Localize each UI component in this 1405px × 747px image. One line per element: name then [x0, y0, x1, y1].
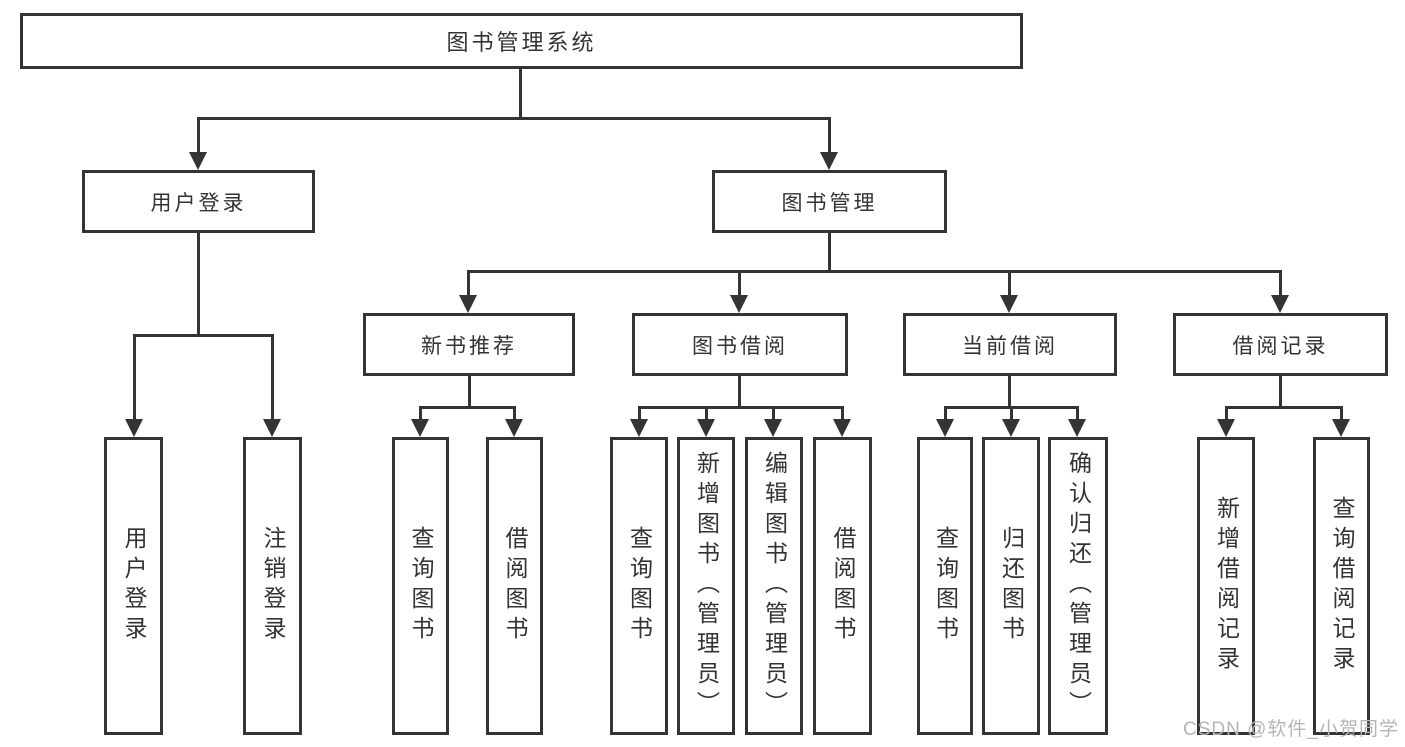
connector-userlogin-left-drop — [133, 334, 136, 420]
connector-currentborrow-drop-3 — [1076, 406, 1079, 421]
connector-records-drop-1 — [1225, 406, 1228, 421]
connector-bookmgmt-stem — [828, 233, 831, 273]
connector-bookmgmt-drop-2 — [738, 270, 741, 297]
arrow-down-icon — [820, 152, 838, 170]
connector-root-right-drop — [828, 117, 831, 154]
node-new-book-recommend: 新书推荐 — [363, 313, 575, 376]
connector-root-left-drop — [197, 117, 200, 154]
connector-newbook-crossbar — [419, 406, 516, 409]
connector-userlogin-crossbar — [133, 334, 273, 337]
arrow-down-icon — [125, 419, 143, 437]
leaf-edit-book-admin: 编辑图书（管理员） — [745, 437, 803, 735]
node-borrow-records-label: 借阅记录 — [1232, 334, 1329, 358]
leaf-query-book-recommend-label: 查询图书 — [408, 526, 434, 646]
leaf-borrow-book-recommend-label: 借阅图书 — [502, 526, 528, 646]
leaf-add-book-admin: 新增图书（管理员） — [677, 437, 735, 735]
leaf-query-borrow-record: 查询借阅记录 — [1313, 437, 1370, 735]
node-borrow-records: 借阅记录 — [1173, 313, 1388, 376]
connector-bookborrow-drop-4 — [841, 406, 844, 421]
arrow-down-icon — [263, 419, 281, 437]
connector-newbook-stem — [468, 376, 471, 409]
arrow-down-icon — [730, 295, 748, 313]
leaf-add-book-admin-label: 新增图书（管理员） — [693, 451, 720, 721]
leaf-return-book-label: 归还图书 — [998, 526, 1025, 646]
connector-bookborrow-drop-2 — [705, 406, 708, 421]
connector-root-stem — [519, 69, 522, 118]
connector-bookborrow-drop-1 — [638, 406, 641, 421]
node-root-library-system: 图书管理系统 — [20, 13, 1023, 69]
leaf-return-book: 归还图书 — [982, 437, 1040, 735]
connector-root-crossbar — [197, 117, 831, 120]
arrow-down-icon — [459, 295, 477, 313]
arrow-down-icon — [630, 419, 648, 437]
node-user-login: 用户登录 — [82, 170, 315, 233]
connector-records-crossbar — [1225, 406, 1342, 409]
csdn-watermark: CSDN @软件_小贺同学 — [1183, 719, 1399, 740]
leaf-user-login-label: 用户登录 — [121, 526, 147, 646]
arrow-down-icon — [936, 419, 954, 437]
leaf-borrow-book: 借阅图书 — [813, 437, 872, 735]
connector-bookmgmt-drop-1 — [467, 270, 470, 297]
node-book-borrow: 图书借阅 — [632, 313, 848, 376]
connector-newbook-drop-1 — [419, 406, 422, 421]
connector-bookmgmt-crossbar — [467, 270, 1282, 273]
connector-bookborrow-stem — [738, 376, 741, 409]
arrow-down-icon — [1068, 419, 1086, 437]
leaf-confirm-return-admin-label: 确认归还（管理员） — [1065, 451, 1092, 721]
connector-currentborrow-drop-2 — [1010, 406, 1013, 421]
leaf-logout-label: 注销登录 — [260, 526, 286, 646]
arrow-down-icon — [1217, 419, 1235, 437]
node-current-borrow-label: 当前借阅 — [962, 334, 1058, 358]
arrow-down-icon — [1000, 295, 1018, 313]
arrow-down-icon — [189, 152, 207, 170]
node-new-book-recommend-label: 新书推荐 — [421, 334, 517, 358]
node-user-login-label: 用户登录 — [150, 191, 247, 215]
leaf-user-login: 用户登录 — [104, 437, 163, 735]
node-book-borrow-label: 图书借阅 — [692, 334, 788, 358]
connector-currentborrow-stem — [1008, 376, 1011, 409]
arrow-down-icon — [1002, 419, 1020, 437]
arrow-down-icon — [505, 419, 523, 437]
arrow-down-icon — [833, 419, 851, 437]
connector-currentborrow-drop-1 — [944, 406, 947, 421]
leaf-query-book-borrow-label: 查询图书 — [626, 526, 653, 646]
connector-bookborrow-crossbar — [638, 406, 843, 409]
leaf-confirm-return-admin: 确认归还（管理员） — [1048, 437, 1108, 735]
connector-userlogin-stem — [197, 233, 200, 337]
connector-bookmgmt-drop-4 — [1279, 270, 1282, 297]
connector-records-stem — [1279, 376, 1282, 409]
arrow-down-icon — [697, 419, 715, 437]
arrow-down-icon — [411, 419, 429, 437]
leaf-borrow-book-label: 借阅图书 — [830, 526, 856, 646]
leaf-logout: 注销登录 — [243, 437, 302, 735]
leaf-add-borrow-record: 新增借阅记录 — [1197, 437, 1255, 735]
leaf-query-book-current: 查询图书 — [917, 437, 973, 735]
node-root-label: 图书管理系统 — [446, 30, 597, 55]
arrow-down-icon — [764, 419, 782, 437]
leaf-borrow-book-recommend: 借阅图书 — [486, 437, 543, 735]
connector-bookmgmt-drop-3 — [1008, 270, 1011, 297]
connector-newbook-drop-2 — [513, 406, 516, 421]
leaf-add-borrow-record-label: 新增借阅记录 — [1213, 496, 1240, 676]
connector-records-drop-2 — [1340, 406, 1343, 421]
leaf-query-book-recommend: 查询图书 — [392, 437, 449, 735]
connector-userlogin-right-drop — [271, 334, 274, 420]
arrow-down-icon — [1332, 419, 1350, 437]
leaf-edit-book-admin-label: 编辑图书（管理员） — [761, 451, 788, 721]
leaf-query-book-borrow: 查询图书 — [610, 437, 668, 735]
connector-bookborrow-drop-3 — [772, 406, 775, 421]
leaf-query-book-current-label: 查询图书 — [932, 526, 959, 646]
node-book-management: 图书管理 — [712, 170, 947, 233]
node-current-borrow: 当前借阅 — [903, 313, 1117, 376]
arrow-down-icon — [1271, 295, 1289, 313]
leaf-query-borrow-record-label: 查询借阅记录 — [1329, 496, 1355, 676]
node-book-management-label: 图书管理 — [781, 191, 878, 215]
